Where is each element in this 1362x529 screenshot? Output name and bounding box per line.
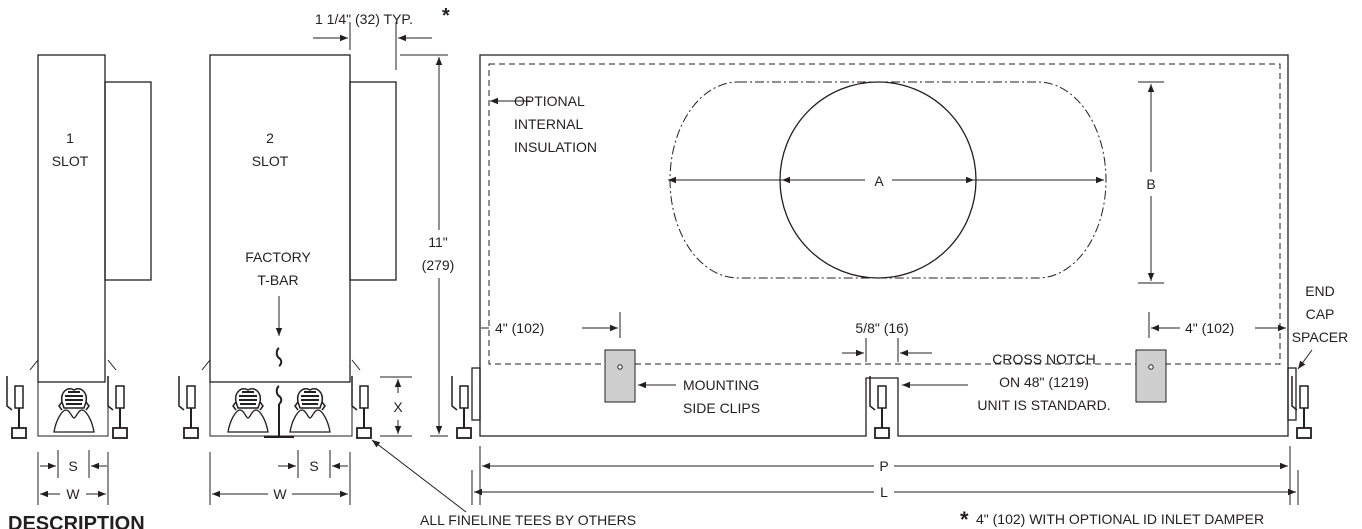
dim-w-slot2: W: [273, 486, 287, 502]
end-cap-label-2: CAP: [1306, 306, 1335, 322]
tee-right: [107, 375, 128, 439]
dim-p: P: [879, 458, 888, 474]
dim-s-slot2: S: [309, 458, 318, 474]
tees-by-others-note: ALL FINELINE TEES BY OTHERS: [420, 512, 636, 528]
damper-star: *: [960, 507, 969, 529]
tee-end-left: [451, 375, 472, 439]
dim-x: X: [393, 399, 403, 415]
slot2-clip-right: [294, 387, 326, 411]
dim-s-slot1: S: [68, 458, 77, 474]
dim-l: L: [880, 484, 888, 500]
inlet-collar: [349, 81, 397, 281]
side-view: A B OPTIONAL INTERNAL INSULATION 4" (102…: [451, 54, 1349, 505]
side-clip-right: [1135, 349, 1167, 403]
internal-insulation-line: [488, 63, 1281, 365]
slot2-clip-left: [232, 387, 264, 411]
insulation-label-1: OPTIONAL: [514, 93, 585, 109]
tee-notch: [869, 375, 890, 439]
tee-left: [178, 375, 199, 439]
typ-dimension: 1 1/4" (32) TYP. *: [313, 5, 450, 70]
typ-dim-label: 1 1/4" (32) TYP.: [315, 11, 413, 27]
tee-right: [351, 375, 372, 439]
slot2-word: SLOT: [252, 153, 289, 169]
tee-left: [6, 375, 27, 439]
dim-a: A: [874, 173, 884, 189]
oval-inlet-outline: [669, 81, 1107, 279]
inlet-collar: [104, 81, 152, 281]
slot1-word: SLOT: [52, 153, 89, 169]
dim-b: B: [1146, 176, 1155, 192]
tee-end-right: [1291, 375, 1312, 439]
slot2-number: 2: [266, 130, 274, 146]
housing-outline: [479, 54, 1289, 437]
height-dimension: 11" (279): [400, 54, 455, 437]
insulation-label-2: INTERNAL: [514, 116, 583, 132]
two-slot-view: 2 SLOT FACTORY T-BAR X S W: [178, 54, 412, 505]
end-cap-left: [471, 367, 481, 421]
side-clip-left: [604, 349, 636, 403]
insulation-label-3: INSULATION: [514, 139, 597, 155]
dim-w-slot1: W: [66, 486, 80, 502]
height-inches: 11": [428, 234, 448, 250]
typ-star: *: [442, 5, 450, 27]
mounting-label-2: SIDE CLIPS: [683, 400, 760, 416]
one-slot-view: 1 SLOT S W: [6, 54, 152, 505]
cross-notch-2: ON 48" (1219): [999, 374, 1089, 390]
slot1-number: 1: [66, 130, 74, 146]
end-cap-label-1: END: [1305, 283, 1335, 299]
cross-notch-3: UNIT IS STANDARD.: [977, 397, 1110, 413]
factory-tbar-label-1: FACTORY: [245, 249, 311, 265]
damper-note: 4" (102) WITH OPTIONAL ID INLET DAMPER: [976, 511, 1264, 527]
description-heading: DESCRIPTION: [8, 513, 145, 529]
left-offset-label: 4" (102): [495, 320, 544, 336]
factory-tbar-label-2: T-BAR: [257, 272, 298, 288]
height-mm: (279): [422, 257, 455, 273]
slot1-clip: [58, 387, 90, 411]
end-cap-right: [1287, 367, 1297, 421]
cross-notch-1: CROSS NOTCH: [992, 351, 1095, 367]
mounting-label-1: MOUNTING: [683, 377, 759, 393]
plenum-body: [209, 54, 351, 383]
right-offset-label: 4" (102): [1185, 320, 1234, 336]
plenum-body: [37, 54, 106, 383]
notch-dim-label: 5/8" (16): [855, 320, 908, 336]
end-cap-label-3: SPACER: [1292, 329, 1349, 345]
